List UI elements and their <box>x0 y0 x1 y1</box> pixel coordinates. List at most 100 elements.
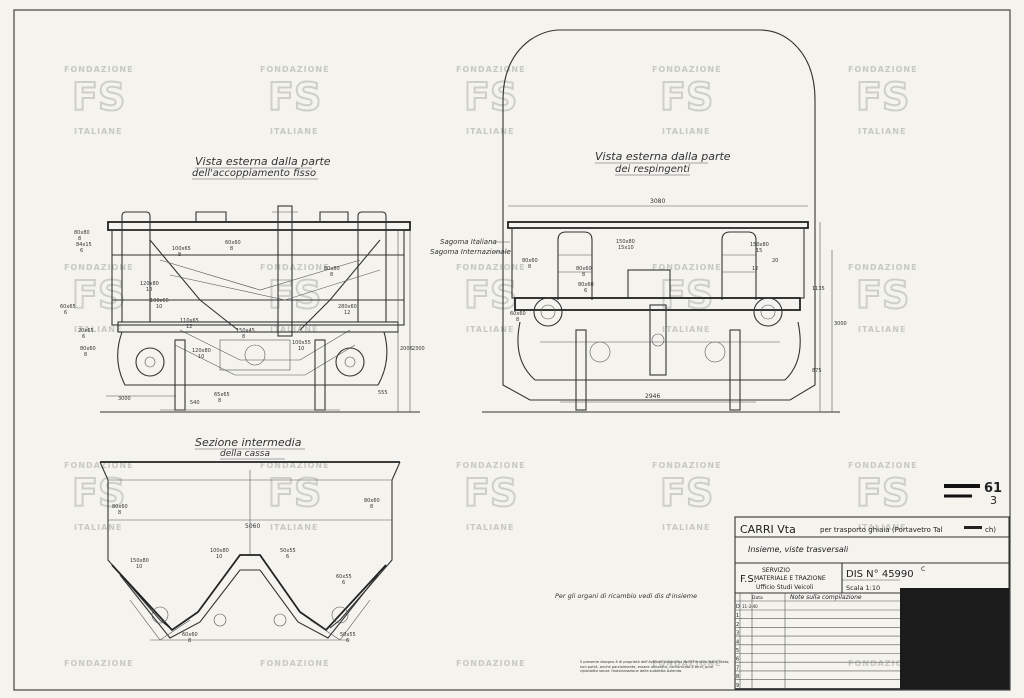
svg-text:110x65: 110x65 <box>180 318 199 324</box>
watermark-top-text: FONDAZIONE <box>260 65 330 74</box>
svg-text:15: 15 <box>756 248 762 254</box>
watermark-bottom-text: ITALIANE <box>74 127 122 136</box>
svg-text:5060: 5060 <box>245 523 260 530</box>
drawing-scale: Scala 1:10 <box>846 584 880 592</box>
legal-note: Il presente disegno è di proprietà dell'… <box>580 660 729 673</box>
watermark-item: FONDAZIONE <box>848 659 917 668</box>
watermark-logo: FS <box>268 471 321 515</box>
svg-text:C: C <box>921 566 925 573</box>
svg-text:D: D <box>736 604 740 610</box>
watermark-item: FONDAZIONE <box>652 659 722 668</box>
watermark-logo: FS <box>660 75 713 119</box>
watermark-bottom-text: ITALIANE <box>74 523 122 532</box>
watermark-top-text: FONDAZIONE <box>652 659 722 668</box>
svg-text:8: 8 <box>188 638 191 644</box>
svg-text:8: 8 <box>516 317 519 323</box>
svg-text:8: 8 <box>370 504 373 510</box>
svg-text:8: 8 <box>178 252 181 258</box>
revision-row-number: 4 <box>736 639 739 645</box>
svg-text:120x80: 120x80 <box>192 348 211 354</box>
svg-text:10: 10 <box>298 346 304 352</box>
svg-text:8: 8 <box>84 352 87 358</box>
revision-row-number: 1 <box>736 613 739 619</box>
svg-text:3080: 3080 <box>650 198 665 205</box>
redacted-area <box>900 588 1009 689</box>
watermark-top-text: FONDAZIONE <box>456 65 526 74</box>
left-view-subtitle: dell'accoppiamento fisso <box>192 168 316 179</box>
watermark-logo: FS <box>464 471 517 515</box>
svg-text:61: 61 <box>984 481 1002 496</box>
left-end-view: Vista esterna dalla parte dell'accoppiam… <box>60 155 425 413</box>
watermark-bottom-text: ITALIANE <box>858 325 906 334</box>
revision-row-number: 2 <box>736 622 739 628</box>
svg-text:100x65: 100x65 <box>150 298 169 304</box>
right-view-subtitle: dei respingenti <box>615 164 690 175</box>
svg-text:150x80: 150x80 <box>616 239 635 245</box>
svg-text:150x45: 150x45 <box>236 328 255 334</box>
watermark-item: FONDAZIONE <box>456 659 526 668</box>
sheet-number-mark: 61 3 <box>944 481 1002 507</box>
svg-text:60x60: 60x60 <box>182 632 198 638</box>
watermark-top-text: FONDAZIONE <box>64 659 134 668</box>
svg-text:80x60: 80x60 <box>522 258 538 264</box>
watermark-logo: FS <box>660 471 713 515</box>
svg-text:8: 8 <box>78 236 81 242</box>
svg-text:100x65: 100x65 <box>172 246 191 252</box>
svg-text:875: 875 <box>812 368 822 374</box>
svg-text:SERVIZIO: SERVIZIO <box>762 567 790 574</box>
svg-text:12: 12 <box>344 310 350 316</box>
svg-text:80x80: 80x80 <box>324 266 340 272</box>
svg-text:60x60: 60x60 <box>225 240 241 246</box>
svg-text:10: 10 <box>136 564 142 570</box>
svg-text:3000: 3000 <box>834 321 847 327</box>
watermark-top-text: FONDAZIONE <box>848 263 918 272</box>
svg-text:84x15: 84x15 <box>76 242 92 248</box>
svg-text:8: 8 <box>230 246 233 252</box>
watermark-bottom-text: ITALIANE <box>466 127 514 136</box>
svg-text:80x60: 80x60 <box>80 346 96 352</box>
svg-text:50x55: 50x55 <box>280 548 296 554</box>
drawing-number: DIS N° 45990 <box>846 569 914 580</box>
svg-text:8: 8 <box>242 334 245 340</box>
svg-text:8: 8 <box>118 510 121 516</box>
svg-text:12: 12 <box>752 266 758 272</box>
watermark-top-text: FONDAZIONE <box>260 461 330 470</box>
watermark-top-text: FONDAZIONE <box>848 461 918 470</box>
revision-row-number: 8 <box>736 674 739 680</box>
revision-row-number: 9 <box>736 683 739 689</box>
watermark-item: FONDAZIONE <box>260 659 330 668</box>
svg-text:80x60: 80x60 <box>112 504 128 510</box>
svg-text:150x80: 150x80 <box>750 242 769 248</box>
watermark-top-text: FONDAZIONE <box>64 65 134 74</box>
svg-text:100x80: 100x80 <box>210 548 229 554</box>
watermark-logo: FS <box>856 75 909 119</box>
svg-text:12: 12 <box>186 324 192 330</box>
watermark-top-text: FONDAZIONE <box>260 659 330 668</box>
watermark-grid: FONDAZIONEFSITALIANEFONDAZIONEFSITALIANE… <box>64 65 918 668</box>
svg-text:11-3-40: 11-3-40 <box>742 604 758 609</box>
svg-text:8: 8 <box>582 272 585 278</box>
svg-text:10: 10 <box>198 354 204 360</box>
svg-text:80x60: 80x60 <box>576 266 592 272</box>
svg-text:50x55: 50x55 <box>340 632 356 638</box>
watermark-top-text: FONDAZIONE <box>652 461 722 470</box>
watermark-top-text: FONDAZIONE <box>652 65 722 74</box>
svg-text:280x60: 280x60 <box>338 304 357 310</box>
svg-text:2946: 2946 <box>645 393 660 400</box>
svg-text:8: 8 <box>218 398 221 404</box>
svg-text:20x65: 20x65 <box>78 328 94 334</box>
watermark-bottom-text: ITALIANE <box>858 523 906 532</box>
svg-text:6: 6 <box>584 288 587 294</box>
watermark-top-text: FONDAZIONE <box>456 659 526 668</box>
drawing-description: Insieme, viste trasversali <box>748 545 849 554</box>
svg-text:6: 6 <box>346 638 349 644</box>
